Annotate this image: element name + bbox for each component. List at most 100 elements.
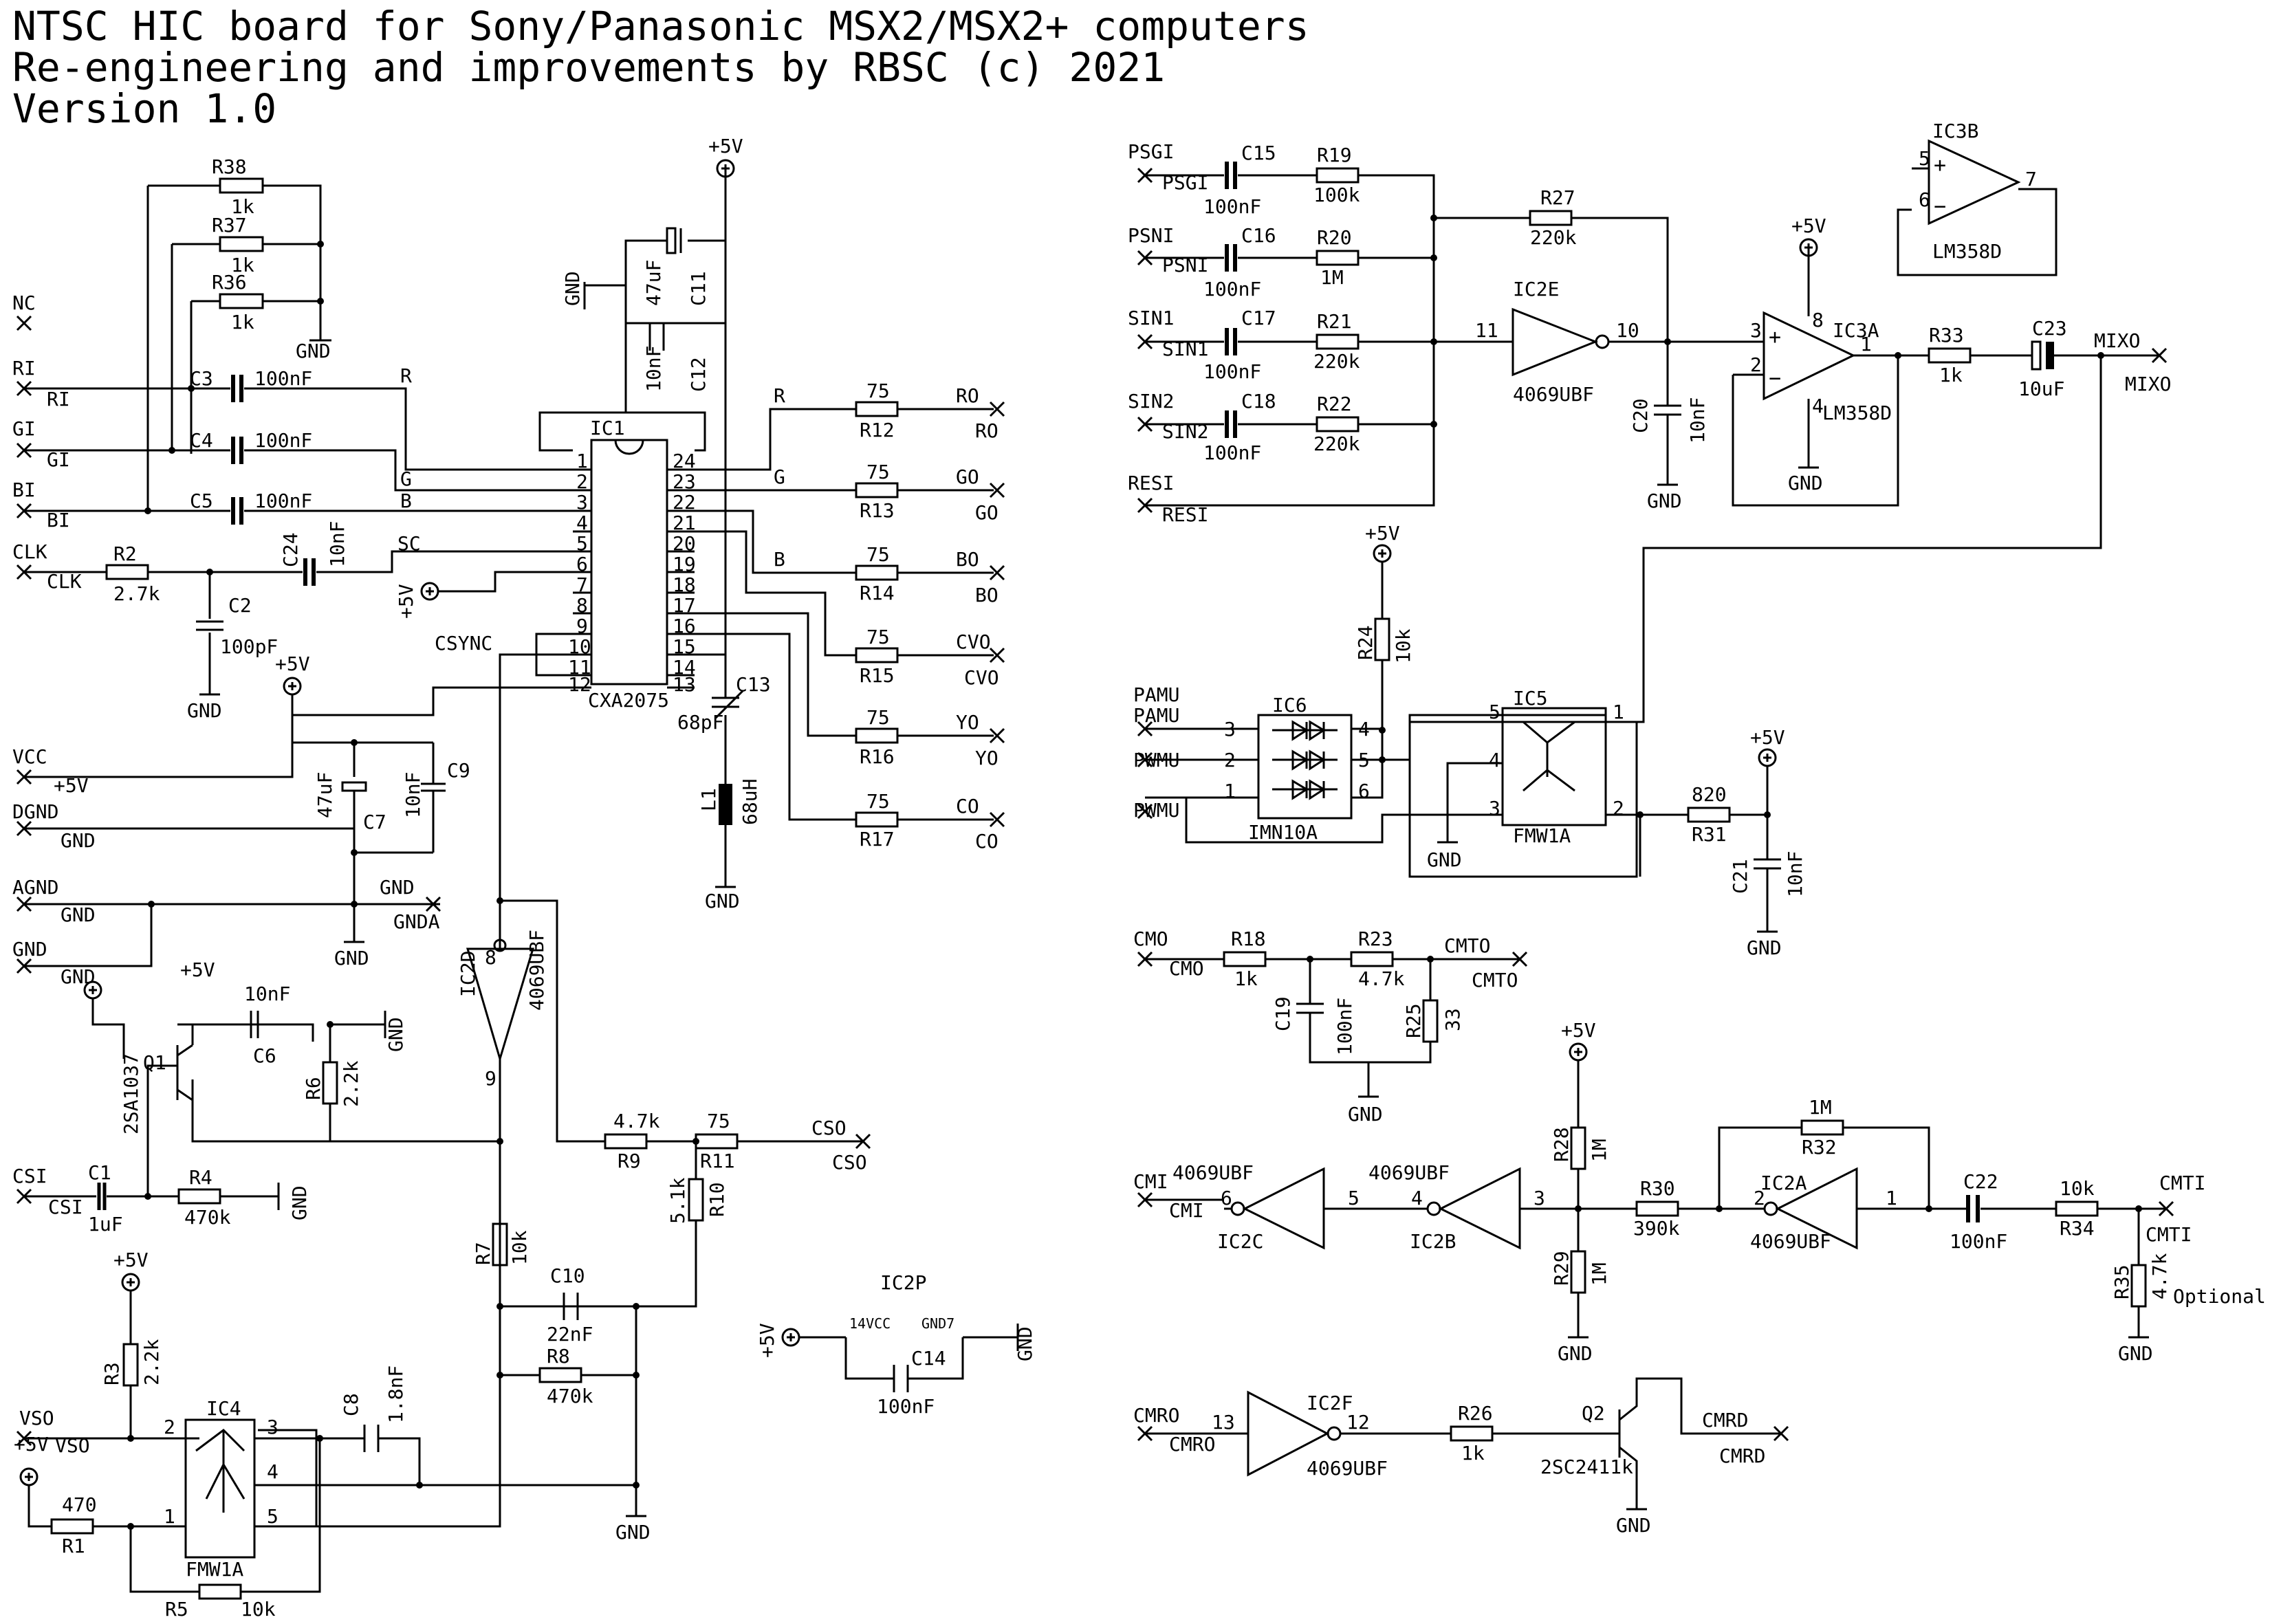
svg-text:3: 3 [1489, 797, 1500, 820]
plus5v-b: +5V [275, 652, 310, 675]
ic2a-label: IC2A [1760, 1172, 1807, 1194]
r20-value: 1M [1320, 266, 1344, 289]
r1-value: 470 [62, 1493, 97, 1516]
plus5v-e: +5V [113, 1249, 149, 1271]
cmti-label: CMTI [2159, 1172, 2205, 1194]
ic2b-label: IC2B [1410, 1230, 1456, 1253]
c24-label: C24 [279, 532, 302, 567]
dgnd-net: GND [61, 829, 96, 852]
resistor-r38 [219, 177, 264, 194]
cmi-label: CMI [1133, 1170, 1168, 1193]
pwmu-net: PWMU [1133, 799, 1179, 822]
r18-value: 1k [1234, 967, 1258, 990]
c8-value: 1.8nF [384, 1365, 407, 1423]
resistor-r32 [1800, 1119, 1844, 1136]
r23-value: 4.7k [1358, 967, 1405, 990]
svg-text:13: 13 [673, 673, 696, 696]
r2-value: 2.7k [113, 582, 160, 605]
vso-label: VSO [19, 1407, 54, 1429]
r30-label: R30 [1640, 1177, 1675, 1200]
r17-value: 75 [866, 790, 890, 813]
resistor-r36 [219, 293, 264, 309]
r24-value: 10k [1392, 628, 1415, 663]
svg-text:+: + [1769, 325, 1781, 349]
plus5v-j: +5V [1750, 726, 1785, 749]
resistor-r17 [855, 811, 899, 828]
resi-label: RESI [1128, 472, 1174, 494]
r19-value: 100k [1313, 184, 1360, 206]
r7-value: 10k [508, 1230, 531, 1265]
resistor-r31 [1687, 806, 1731, 823]
vcc-label: VCC [12, 745, 47, 768]
r16-label: R16 [860, 745, 895, 768]
r20-label: R20 [1317, 226, 1352, 249]
clk-label: CLK [12, 540, 47, 563]
gnda-label: GNDA [393, 910, 440, 933]
resistor-r23 [1350, 951, 1394, 967]
resistor-r20 [1316, 250, 1360, 266]
r14-label: R14 [860, 582, 895, 604]
capacitor-c23 [2031, 340, 2042, 371]
title-line-1: NTSC HIC board for Sony/Panasonic MSX2/M… [12, 3, 1309, 50]
r1-label: R1 [62, 1535, 85, 1557]
svg-text:5: 5 [1358, 749, 1370, 771]
c6-label: C6 [253, 1044, 276, 1067]
r35-label: R35 [2110, 1264, 2133, 1299]
optional-note: Optional [2173, 1285, 2266, 1308]
svg-text:−: − [1769, 366, 1781, 391]
csync-section: IC2D 4069UBF 8 9 4.7k R9 75 R11 CSO CSO … [12, 897, 1036, 1621]
gnd-5: GND [705, 890, 740, 912]
svg-text:+: + [1934, 153, 1946, 177]
ic5-part: FMW1A [1513, 824, 1571, 847]
ic2p-label: IC2P [880, 1271, 926, 1294]
ic2b-part: 4069UBF [1368, 1161, 1450, 1184]
c10-label: C10 [550, 1264, 585, 1287]
r37-value: 1k [231, 254, 254, 276]
c3-value: 100nF [254, 367, 312, 390]
ic4-label: IC4 [206, 1397, 241, 1420]
ic3b-part: LM358D [1932, 240, 2002, 263]
ic2d-pin9: 9 [485, 1067, 496, 1090]
net-r-out: R [774, 384, 785, 407]
gnd-4: GND [561, 271, 584, 306]
gnda-net: GND [380, 876, 415, 899]
clk-net: CLK [47, 570, 82, 593]
agnd-label: AGND [12, 876, 58, 899]
svg-text:3: 3 [1750, 319, 1762, 342]
r26-label: R26 [1458, 1402, 1493, 1425]
svg-text:5: 5 [267, 1505, 279, 1528]
c3-label: C3 [190, 367, 213, 390]
svg-text:1: 1 [1860, 333, 1872, 355]
c23-label: C23 [2032, 317, 2067, 340]
resistor-r37 [219, 236, 264, 252]
c15-value: 100nF [1203, 195, 1261, 218]
r25-label: R25 [1402, 1003, 1425, 1038]
cso-net: CSO [832, 1151, 867, 1174]
gnd-3: GND [334, 947, 369, 969]
mixo-net: MIXO [2125, 373, 2171, 395]
r27-value: 220k [1530, 226, 1577, 249]
gnd-8: GND [615, 1521, 651, 1544]
r6-label: R6 [302, 1077, 325, 1100]
bo-label: BO [956, 548, 979, 571]
svg-text:2: 2 [1754, 1187, 1765, 1209]
c23-value: 10uF [2018, 377, 2064, 400]
q2-label: Q2 [1582, 1402, 1605, 1425]
resistor-r6 [322, 1061, 338, 1105]
gnd-pin-label: GND [12, 938, 47, 961]
gnd-16: GND [2118, 1342, 2153, 1365]
gnd-17: GND [1616, 1514, 1651, 1537]
ic6-diodes [1272, 720, 1338, 800]
r22-value: 220k [1313, 432, 1360, 455]
gnd-9: GND [1014, 1326, 1036, 1361]
svg-text:4: 4 [1358, 718, 1370, 740]
vcc-net: +5V [54, 774, 89, 797]
r35-value: 4.7k [2148, 1253, 2171, 1299]
plus5v-a: +5V [395, 584, 417, 619]
r31-value: 820 [1692, 783, 1727, 806]
c12-value: 10nF [642, 346, 665, 392]
plus5v-f: +5V [14, 1433, 49, 1456]
svg-text:12: 12 [1346, 1411, 1370, 1434]
resistor-r27 [1529, 210, 1573, 226]
r28-value: 1M [1588, 1139, 1611, 1162]
